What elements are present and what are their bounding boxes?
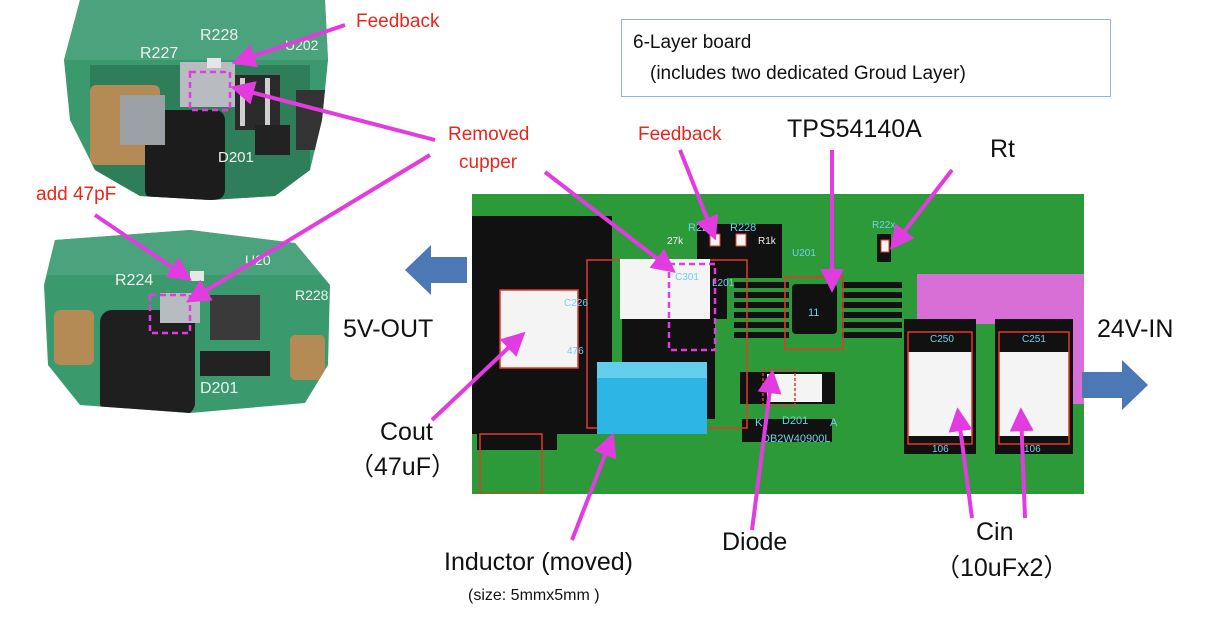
label-inductor-line1: Inductor (moved): [444, 548, 633, 576]
input-arrow-icon: [1082, 360, 1148, 410]
output-arrow-icon: [405, 245, 467, 295]
photo-bottom-silk-r228: R228: [295, 287, 329, 303]
arrow-rt: [890, 168, 954, 250]
pcb-silk-u201: U201: [792, 248, 816, 259]
label-cin-line2: （10uFx2）: [935, 554, 1069, 582]
pcb-layout: 11 R227 R228 27k R1k R22x: [472, 194, 1084, 495]
label-removed-cupper-line2: cupper: [459, 152, 518, 173]
pcb-silk-c226: C226: [564, 298, 588, 309]
label-cout-line1: Cout: [380, 418, 433, 446]
label-feedback-mid: Feedback: [638, 124, 722, 145]
arrow-feedback-top: [231, 23, 346, 68]
arrow-cin-1: [948, 407, 974, 519]
arrow-inductor: [570, 432, 617, 541]
pcb-silk-d-a: A: [830, 417, 838, 429]
pcb-silk-c301: C301: [675, 272, 699, 283]
arrow-removed-top: [230, 81, 436, 142]
label-feedback-top: Feedback: [356, 11, 440, 32]
label-diode: Diode: [722, 528, 788, 556]
pcb-silk-d-k: K: [755, 417, 763, 429]
arrow-removed-bottom: [185, 153, 432, 303]
label-cout-line2: （47uF）: [349, 453, 456, 481]
pcb-silk-c251: C251: [1022, 334, 1046, 345]
pcb-silk-cin-value-2: 106: [1024, 444, 1041, 455]
pcb-silk-c250: C250: [930, 334, 954, 345]
arrow-removed-pcb: [543, 170, 676, 273]
pcb-silk-r-value-2: R1k: [758, 236, 777, 247]
photo-top-silk-r228: R228: [200, 27, 238, 44]
arrow-cout: [430, 331, 526, 422]
board-note-line-1: 6-Layer board: [633, 32, 752, 53]
label-output: 5V-OUT: [343, 315, 434, 343]
label-removed-cupper-line1: Removed: [448, 124, 530, 145]
label-rt: Rt: [990, 135, 1015, 163]
arrow-feedback-pcb: [678, 149, 719, 241]
pcb-silk-l201: L201: [712, 278, 735, 289]
label-input: 24V-IN: [1097, 315, 1174, 343]
pcb-silk-d201: D201: [782, 415, 808, 427]
pcb-silk-r22x: R22x: [872, 220, 895, 231]
board-note-box: 6-Layer board (includes two dedicated Gr…: [621, 19, 1111, 97]
photo-top-silk-d201: D201: [218, 149, 254, 166]
board-note-line-2: (includes two dedicated Groud Layer): [650, 63, 966, 84]
photo-bottom-silk-r224: R224: [115, 272, 153, 289]
label-cin-line1: Cin: [976, 518, 1014, 546]
pcb-silk-r228: R228: [730, 222, 756, 234]
pcb-layout-graphic: 11 R227 R228 27k R1k R22x: [472, 194, 1084, 495]
label-inductor-line2: (size: 5mmx5mm ): [468, 587, 600, 604]
pcb-ic-mark: 11: [808, 307, 819, 319]
photo-top-silk-r227: R227: [140, 45, 178, 62]
pcb-silk-r-value-1: 27k: [667, 236, 684, 247]
label-ic-name: TPS54140A: [787, 115, 922, 143]
arrow-diode: [750, 369, 782, 531]
pcb-silk-cout-value: 476: [567, 346, 584, 357]
pcb-silk-cin-value-1: 106: [932, 444, 949, 455]
arrow-add-cap: [93, 213, 192, 281]
arrow-cin-2: [1009, 407, 1034, 519]
pcb-silk-d-part: DB2W40900L: [762, 433, 831, 445]
label-add-cap: add 47pF: [36, 184, 117, 205]
photo-bottom-silk-d201: D201: [200, 380, 238, 397]
